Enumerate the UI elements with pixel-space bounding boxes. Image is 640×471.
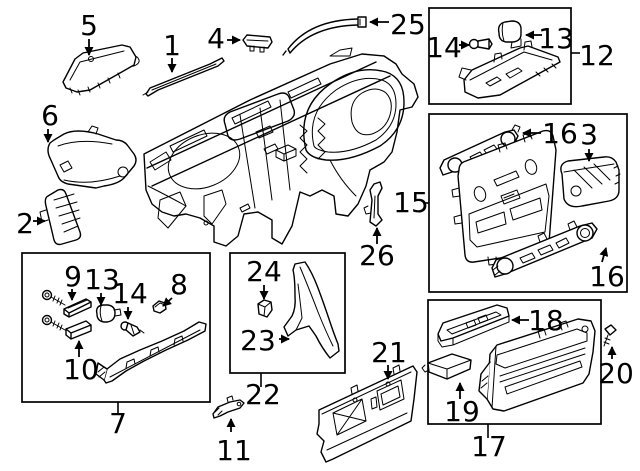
callout-10[interactable]: 10 bbox=[63, 353, 99, 386]
part-5-speaker-grille bbox=[62, 44, 137, 96]
part-24-clip bbox=[257, 299, 273, 318]
instrument-panel-assembly bbox=[121, 47, 419, 247]
callout-16-upper[interactable]: 16 bbox=[542, 117, 578, 150]
part-7-lower-trim bbox=[95, 321, 207, 384]
group-box-22 bbox=[229, 252, 346, 374]
arrow-8 bbox=[162, 297, 173, 307]
part-16-lower-control bbox=[491, 220, 598, 278]
callout-6[interactable]: 6 bbox=[41, 99, 59, 132]
group-box-12 bbox=[428, 7, 572, 105]
group-box-17 bbox=[427, 299, 602, 425]
callout-3[interactable]: 3 bbox=[580, 118, 598, 151]
arrow-16-lower bbox=[599, 247, 609, 263]
callout-labels: 1 2 3 4 5 6 7 8 9 10 11 12 13 13 14 14 1… bbox=[16, 8, 634, 467]
part-10-lens bbox=[65, 320, 92, 340]
callout-13-box7[interactable]: 13 bbox=[84, 263, 120, 296]
callout-5[interactable]: 5 bbox=[80, 9, 98, 42]
part-11-lower-bracket bbox=[212, 395, 245, 419]
part-17-console bbox=[478, 318, 596, 412]
part-13-lamp-socket bbox=[497, 20, 522, 49]
callout-25[interactable]: 25 bbox=[390, 8, 426, 41]
part-21-lower-panel bbox=[316, 364, 418, 463]
part-14-bulb bbox=[468, 38, 493, 50]
part-4-cover-cap bbox=[242, 34, 273, 53]
callout-17[interactable]: 17 bbox=[471, 430, 507, 463]
callout-21[interactable]: 21 bbox=[371, 336, 407, 369]
part-14-bulb-assembly bbox=[120, 321, 145, 337]
callout-20[interactable]: 20 bbox=[598, 357, 634, 390]
callout-15[interactable]: 15 bbox=[393, 186, 429, 219]
callout-1[interactable]: 1 bbox=[163, 29, 181, 62]
callout-11[interactable]: 11 bbox=[216, 434, 252, 467]
part-12-lamp-housing bbox=[458, 40, 561, 99]
part-3-right-vent bbox=[560, 156, 621, 208]
part-25-windshield-molding bbox=[282, 16, 367, 56]
part-18-storage-lid bbox=[437, 304, 510, 348]
callout-22[interactable]: 22 bbox=[245, 378, 281, 411]
callout-12[interactable]: 12 bbox=[579, 39, 615, 72]
callout-24[interactable]: 24 bbox=[246, 255, 282, 288]
callout-9[interactable]: 9 bbox=[64, 260, 82, 293]
part-6-side-duct bbox=[47, 125, 137, 189]
part-20-screw bbox=[603, 324, 617, 347]
callout-16-lower[interactable]: 16 bbox=[589, 260, 625, 293]
part-26-side-bracket bbox=[363, 181, 383, 227]
callout-26[interactable]: 26 bbox=[359, 239, 395, 272]
part-23-pillar-finisher bbox=[283, 261, 340, 359]
callout-2[interactable]: 2 bbox=[16, 207, 34, 240]
part-2-left-vent-grille bbox=[39, 188, 82, 246]
part-15-center-panel bbox=[451, 129, 557, 266]
callout-14-box7[interactable]: 14 bbox=[112, 277, 148, 310]
callout-13-box12[interactable]: 13 bbox=[538, 22, 574, 55]
callout-18[interactable]: 18 bbox=[528, 304, 564, 337]
part-8-clip bbox=[152, 300, 167, 314]
part-19-storage-box bbox=[421, 353, 472, 380]
callout-8[interactable]: 8 bbox=[170, 268, 188, 301]
group-box-7 bbox=[21, 252, 211, 403]
part-1-finisher-strip bbox=[142, 57, 225, 97]
callout-7[interactable]: 7 bbox=[109, 407, 127, 440]
part-7-screws bbox=[41, 289, 66, 331]
callout-19[interactable]: 19 bbox=[444, 395, 480, 428]
callout-4[interactable]: 4 bbox=[207, 22, 225, 55]
callout-14-box12[interactable]: 14 bbox=[426, 31, 462, 64]
callout-arrows bbox=[33, 17, 617, 438]
part-9-lens bbox=[63, 298, 92, 318]
callout-23[interactable]: 23 bbox=[240, 324, 276, 357]
